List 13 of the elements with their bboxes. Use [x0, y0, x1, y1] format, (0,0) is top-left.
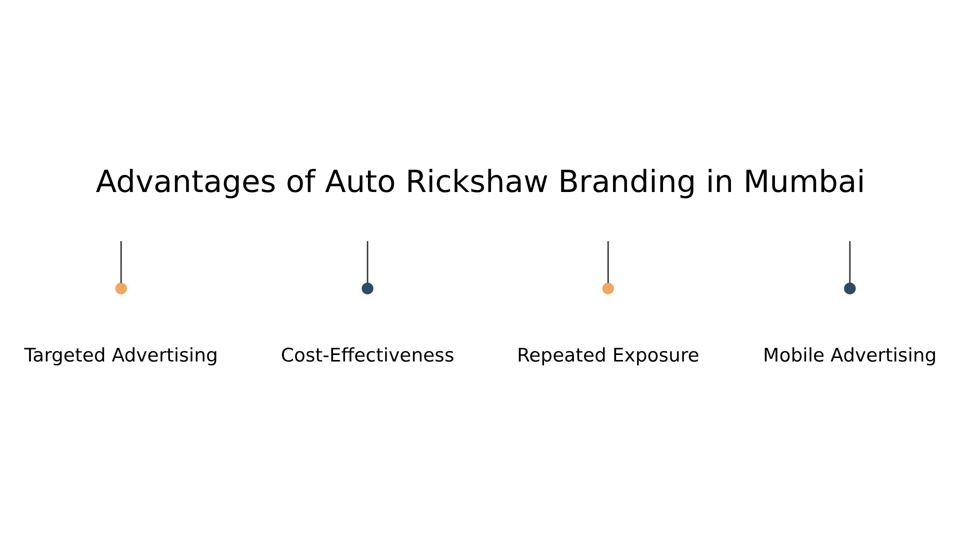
node-label: Cost-Effectiveness [280, 345, 454, 366]
node-circle [114, 282, 126, 294]
node-circle [844, 282, 856, 294]
node-label: Mobile Advertising [762, 345, 936, 366]
node-label: Targeted Advertising [24, 345, 218, 366]
node-circle [361, 282, 373, 294]
node-circle [602, 282, 614, 294]
node-label: Repeated Exposure [516, 345, 699, 366]
connector [606, 240, 608, 282]
diagram-title: Advantages of Auto Rickshaw Branding in Mumbai [95, 164, 865, 200]
connector [120, 240, 122, 282]
connector [848, 240, 850, 282]
connector [366, 240, 368, 282]
